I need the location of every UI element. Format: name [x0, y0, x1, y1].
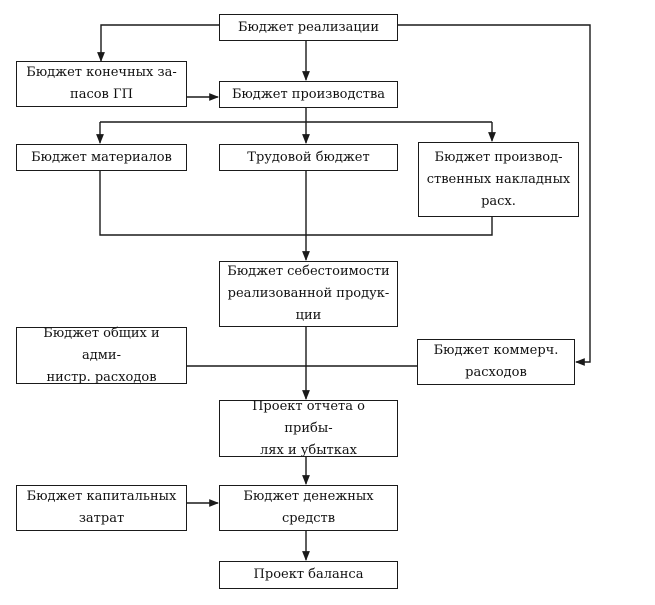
cogs-budget-label: Бюджет себестоимости реализованной проду…	[227, 264, 390, 323]
balance-projection-label: Проект баланса	[253, 567, 364, 582]
sales-budget-box: Бюджет реализации	[219, 14, 398, 41]
labor-budget-box: Трудовой бюджет	[219, 144, 398, 171]
overhead-budget-box: Бюджет производ- ственных накладных расх…	[418, 142, 579, 217]
selling-budget-label: Бюджет коммерч. расходов	[433, 343, 559, 380]
overhead-budget-label: Бюджет производ- ственных накладных расх…	[426, 149, 571, 209]
cash-budget-box: Бюджет денежных средств	[219, 485, 398, 531]
production-budget-box: Бюджет производства	[219, 81, 398, 108]
materials-budget-box: Бюджет материалов	[16, 144, 187, 171]
ending-inventory-budget-label: Бюджет конечных за- пасов ГП	[26, 65, 177, 102]
cash-budget-label: Бюджет денежных средств	[243, 489, 374, 526]
balance-projection-box: Проект баланса	[219, 561, 398, 589]
arrow-sales-to-inventory	[97, 24, 219, 62]
cogs-budget-box: Бюджет себестоимости реализованной проду…	[219, 261, 398, 327]
selling-budget-box: Бюджет коммерч. расходов	[417, 339, 575, 385]
capex-budget-box: Бюджет капитальных затрат	[16, 485, 187, 531]
pl-projection-label: Проект отчета о прибы- лях и убытках	[252, 398, 365, 458]
production-budget-label: Бюджет производства	[231, 86, 386, 102]
ending-inventory-budget-box: Бюджет конечных за- пасов ГП	[16, 61, 187, 107]
sales-budget-label: Бюджет реализации	[237, 19, 380, 35]
admin-budget-label: Бюджет общих и адми- нистр. расходов	[43, 325, 160, 385]
arrow-sales-to-selling	[398, 24, 591, 366]
materials-budget-label: Бюджет материалов	[31, 149, 172, 165]
capex-budget-label: Бюджет капитальных затрат	[26, 489, 177, 526]
labor-budget-label: Трудовой бюджет	[247, 149, 370, 165]
pl-projection-box: Проект отчета о прибы- лях и убытках	[219, 399, 398, 458]
admin-budget-box: Бюджет общих и адми- нистр. расходов	[16, 326, 187, 385]
materials-to-cogs-bus	[99, 171, 493, 236]
